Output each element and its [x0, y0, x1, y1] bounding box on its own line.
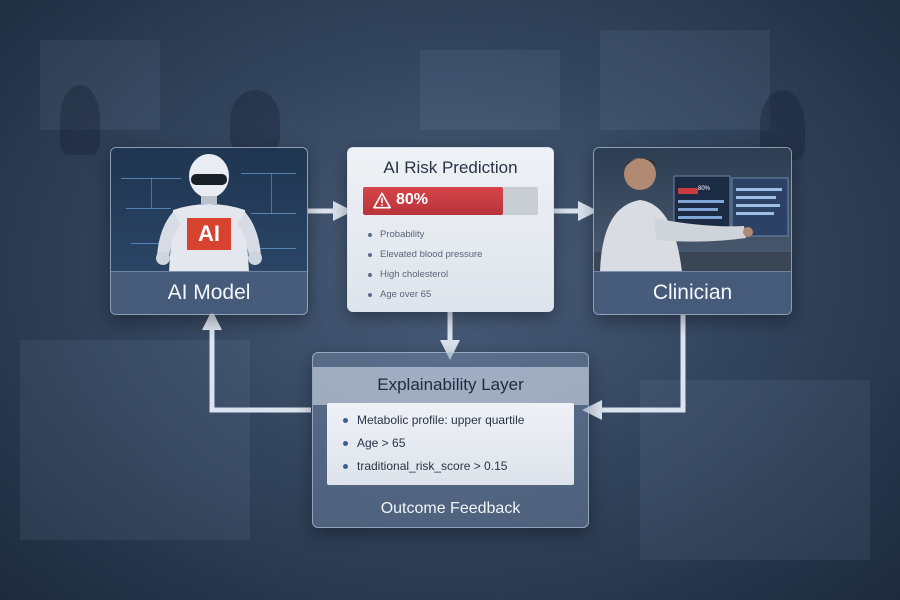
- ai-model-label: AI Model: [111, 271, 307, 314]
- list-item: traditional_risk_score > 0.15: [341, 455, 524, 478]
- clinician-image: 80%: [594, 148, 791, 272]
- arrow-left-icon: [582, 315, 686, 420]
- list-item: Age > 65: [341, 432, 524, 455]
- explainability-panel: Metabolic profile: upper quartile Age > …: [327, 403, 574, 485]
- prediction-factor-list: Probability Elevated blood pressure High…: [368, 225, 482, 305]
- risk-percentage: 80%: [396, 191, 429, 208]
- list-item: Metabolic profile: upper quartile: [341, 409, 524, 432]
- risk-prediction-node: AI Risk Prediction 80% Probability Eleva…: [347, 147, 554, 312]
- list-item: Elevated blood pressure: [368, 245, 482, 265]
- warning-icon: [373, 192, 391, 209]
- clinician-illustration: [594, 158, 791, 272]
- arrow-up-icon: [202, 310, 311, 413]
- clinician-label: Clinician: [594, 271, 791, 314]
- outcome-feedback-label: Outcome Feedback: [380, 500, 521, 517]
- robot-icon: [156, 154, 262, 272]
- ai-model-node: AI AI Model: [110, 147, 308, 315]
- ai-model-image: AI: [111, 148, 307, 272]
- prediction-title: AI Risk Prediction: [383, 158, 518, 177]
- clinician-node: 80% Clinician: [593, 147, 792, 315]
- explainability-factor-list: Metabolic profile: upper quartile Age > …: [341, 409, 524, 478]
- screen-risk-badge: 80%: [698, 186, 711, 192]
- list-item: Probability: [368, 225, 482, 245]
- list-item: High cholesterol: [368, 265, 482, 285]
- explainability-title-bar: [313, 367, 588, 405]
- explainability-title: Explainability Layer: [377, 375, 524, 394]
- list-item: Age over 65: [368, 285, 482, 305]
- ai-badge-text: AI: [198, 221, 220, 246]
- risk-bar: 80%: [363, 187, 538, 215]
- explainability-node: Explainability Layer Metabolic profile: …: [312, 352, 589, 528]
